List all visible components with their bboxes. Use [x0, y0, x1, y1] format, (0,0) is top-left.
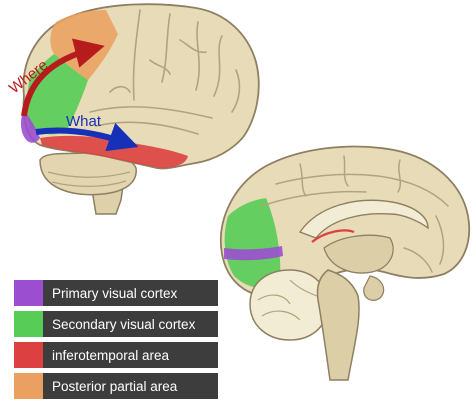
legend-label: Primary visual cortex [52, 285, 178, 301]
legend-label: Secondary visual cortex [52, 316, 196, 332]
medial-secondary-visual-region [224, 198, 281, 289]
lateral-brain-view: Where What [6, 3, 260, 215]
thalamus [323, 234, 394, 274]
medial-brain-view [220, 145, 470, 381]
what-arrow [35, 122, 139, 152]
what-label: What [66, 113, 102, 130]
inferotemporal-region [40, 135, 188, 168]
primary-visual-region [20, 110, 40, 143]
legend-swatch [14, 311, 43, 337]
lateral-sulci [89, 9, 241, 135]
legend-item-primary-visual-cortex: Primary visual cortex [14, 280, 218, 306]
legend: Primary visual cortex Secondary visual c… [14, 280, 218, 404]
medial-sulci [261, 155, 449, 273]
legend-item-posterior-partial-area: Posterior partial area [14, 373, 218, 399]
where-arrow [21, 38, 105, 117]
corpus-callosum [298, 199, 429, 239]
legend-item-inferotemporal-area: inferotemporal area [14, 342, 218, 368]
legend-swatch [14, 280, 43, 306]
medial-primary-visual-region [224, 246, 283, 261]
pituitary [363, 275, 385, 301]
medial-brainstem [316, 269, 360, 381]
legend-swatch [14, 373, 43, 399]
legend-label: Posterior partial area [52, 378, 178, 394]
legend-swatch [14, 342, 43, 368]
medial-cerebellum [249, 269, 329, 341]
legend-item-secondary-visual-cortex: Secondary visual cortex [14, 311, 218, 337]
legend-label: inferotemporal area [52, 347, 170, 363]
